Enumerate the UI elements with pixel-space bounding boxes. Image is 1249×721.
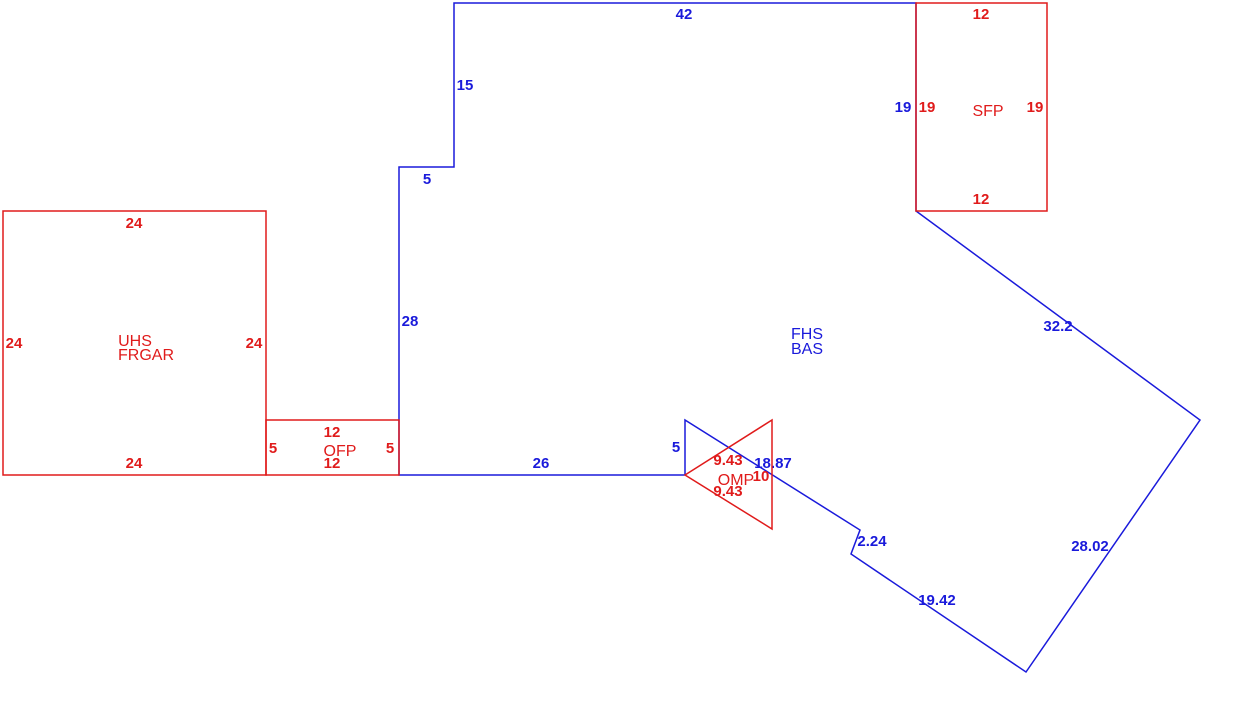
- garage-dim-bottom: 24: [126, 455, 143, 472]
- ofp-dim-left: 5: [269, 440, 277, 457]
- main-area-code-1: FHS: [791, 326, 823, 343]
- omp-dim-right: 10: [753, 468, 770, 485]
- sfp-dim-bottom: 12: [973, 191, 990, 208]
- main-dim-bottom-diagonal: 19.42: [918, 592, 956, 609]
- main-area: 42 19 32.2 28.02 19.42 2.24 18.87 5 26 2…: [398, 2, 1202, 674]
- main-dim-diagonal-lower: 28.02: [1071, 538, 1109, 555]
- main-dim-bottom: 26: [533, 455, 550, 472]
- sfp-outline: [915, 2, 1048, 212]
- ofp-outline: [265, 419, 400, 476]
- omp-area-code: OMP: [718, 472, 754, 489]
- garage-area-code-1: UHS: [118, 333, 152, 350]
- omp-dim-lower: 9.43: [713, 483, 742, 500]
- main-dim-right-upper: 19: [895, 99, 912, 116]
- main-area-code-2: BAS: [791, 341, 823, 358]
- garage-area: 24 24 24 24 UHS FRGAR: [2, 210, 267, 476]
- garage-area-code-2: FRGAR: [118, 347, 174, 364]
- main-dim-step: 5: [423, 171, 431, 188]
- omp-outline: [683, 418, 773, 531]
- main-dim-left-upper: 15: [457, 77, 474, 94]
- main-dim-diagonal-upper: 32.2: [1043, 318, 1072, 335]
- garage-dim-left: 24: [6, 335, 23, 352]
- sfp-area-code: SFP: [972, 103, 1003, 120]
- ofp-dim-right: 5: [386, 440, 394, 457]
- sfp-dim-left: 19: [919, 99, 936, 116]
- main-dim-notch: 5: [672, 439, 680, 456]
- garage-dim-top: 24: [126, 215, 143, 232]
- ofp-dim-top: 12: [324, 424, 341, 441]
- ofp-dim-bottom: 12: [324, 455, 341, 472]
- sfp-area: 12 19 12 19 SFP: [915, 2, 1048, 212]
- garage-outline: [2, 210, 267, 476]
- omp-area: 9.43 10 9.43 OMP: [683, 418, 773, 531]
- main-dim-angled: 18.87: [754, 455, 792, 472]
- main-dim-left: 28: [402, 313, 419, 330]
- sfp-dim-top: 12: [973, 6, 990, 23]
- main-dim-top: 42: [676, 6, 693, 23]
- ofp-area: 12 5 12 5 OFP: [265, 419, 400, 476]
- ofp-area-code: OFP: [324, 443, 357, 460]
- main-dim-jog: 2.24: [857, 533, 887, 550]
- sfp-dim-right: 19: [1027, 99, 1044, 116]
- omp-dim-upper: 9.43: [713, 452, 742, 469]
- garage-dim-right: 24: [246, 335, 263, 352]
